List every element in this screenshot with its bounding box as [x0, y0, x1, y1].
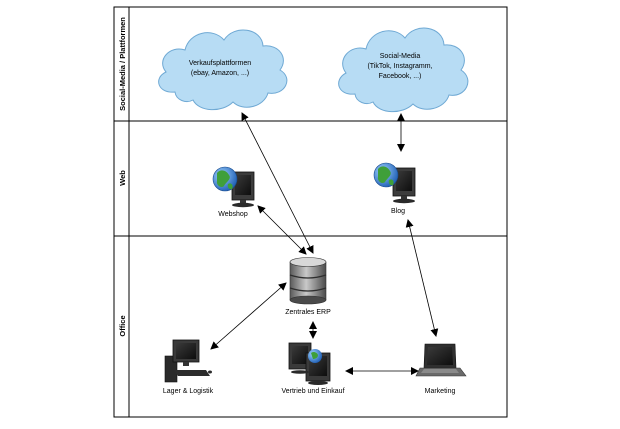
networked-computers-icon	[288, 342, 331, 385]
cloud-verkauf-label-1: Verkaufsplattformen	[189, 60, 251, 67]
lane-label-social: Social-Media / Plattformen	[118, 17, 127, 111]
node-webshop: Webshop	[212, 166, 255, 218]
lager-label: Lager & Logistik	[163, 388, 214, 395]
webshop-label: Webshop	[218, 211, 248, 218]
blog-label: Blog	[391, 208, 405, 215]
workstation-icon	[164, 339, 212, 383]
node-lager: Lager & Logistik	[163, 339, 214, 395]
connector-blog-marketing	[405, 219, 439, 337]
cloud-icon	[158, 29, 288, 111]
cloud-social-media: Social-Media (TikTok, Instagramm, Facebo…	[338, 27, 469, 113]
connectors	[210, 112, 439, 375]
node-erp: Zentrales ERP	[285, 257, 331, 316]
laptop-icon	[415, 343, 467, 377]
node-marketing: Marketing	[415, 343, 467, 395]
cloud-social-label-3: Facebook, ...)	[379, 73, 422, 80]
erp-label: Zentrales ERP	[285, 309, 331, 316]
cloud-social-label-1: Social-Media	[380, 53, 421, 60]
vertrieb-label: Vertrieb und Einkauf	[281, 388, 344, 395]
swimlane-container: Social-Media / Plattformen Web Office	[113, 6, 508, 418]
web-computer-icon	[212, 166, 255, 208]
marketing-label: Marketing	[425, 388, 456, 395]
web-computer-icon	[373, 162, 416, 204]
connector-webshop-erp	[257, 205, 307, 255]
connector-erp-lager	[210, 282, 287, 350]
cloud-icon	[338, 27, 469, 113]
cloud-social-label-2: (TikTok, Instagramm,	[367, 63, 432, 70]
node-vertrieb: Vertrieb und Einkauf	[281, 342, 345, 395]
node-blog: Blog	[373, 162, 416, 215]
cloud-verkaufsplattformen: Verkaufsplattformen (ebay, Amazon, ...)	[158, 29, 288, 111]
lane-label-office: Office	[118, 315, 127, 336]
lane-label-web: Web	[118, 170, 127, 186]
database-icon	[289, 257, 327, 305]
cloud-verkauf-label-2: (ebay, Amazon, ...)	[191, 70, 249, 77]
